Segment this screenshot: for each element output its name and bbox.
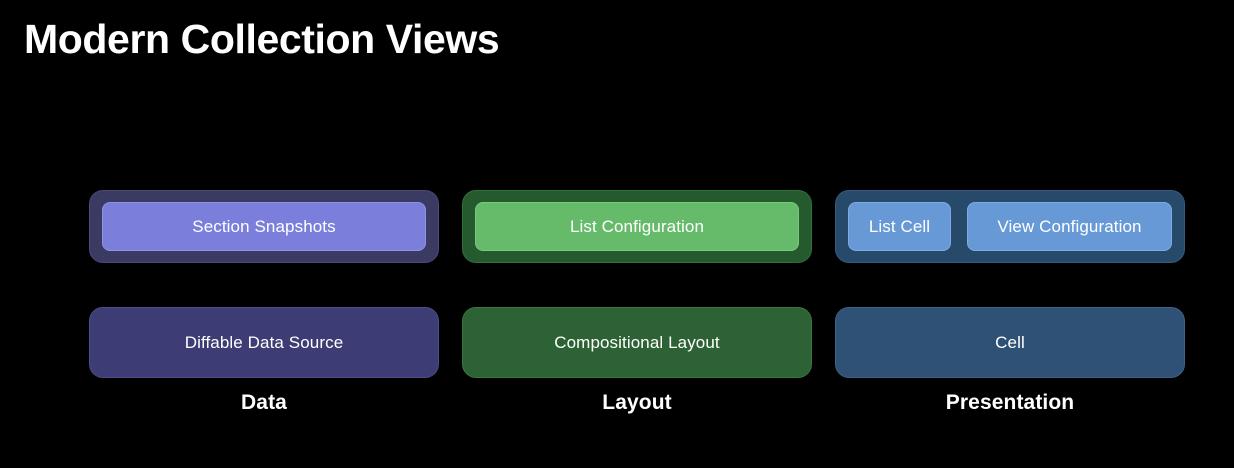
pill-list-configuration[interactable]: List Configuration: [475, 202, 799, 251]
column-group: Section Snapshots Diffable Data Source D…: [89, 190, 1185, 438]
column-caption-data: Data: [241, 391, 287, 414]
column-caption-layout: Layout: [602, 391, 672, 414]
top-container-data[interactable]: Section Snapshots: [89, 190, 439, 263]
top-container-presentation[interactable]: List Cell View Configuration: [835, 190, 1185, 263]
column-layout: List Configuration Compositional Layout …: [462, 190, 812, 415]
column-data: Section Snapshots Diffable Data Source D…: [89, 190, 439, 415]
page-title: Modern Collection Views: [24, 16, 500, 62]
top-container-layout[interactable]: List Configuration: [462, 190, 812, 263]
pill-view-configuration[interactable]: View Configuration: [967, 202, 1172, 251]
column-presentation: List Cell View Configuration Cell Presen…: [835, 190, 1185, 415]
base-box-cell[interactable]: Cell: [835, 307, 1185, 378]
base-box-compositional-layout[interactable]: Compositional Layout: [462, 307, 812, 378]
base-box-diffable-data-source[interactable]: Diffable Data Source: [89, 307, 439, 378]
pill-section-snapshots[interactable]: Section Snapshots: [102, 202, 426, 251]
column-caption-presentation: Presentation: [945, 391, 1075, 414]
pill-list-cell[interactable]: List Cell: [848, 202, 951, 251]
